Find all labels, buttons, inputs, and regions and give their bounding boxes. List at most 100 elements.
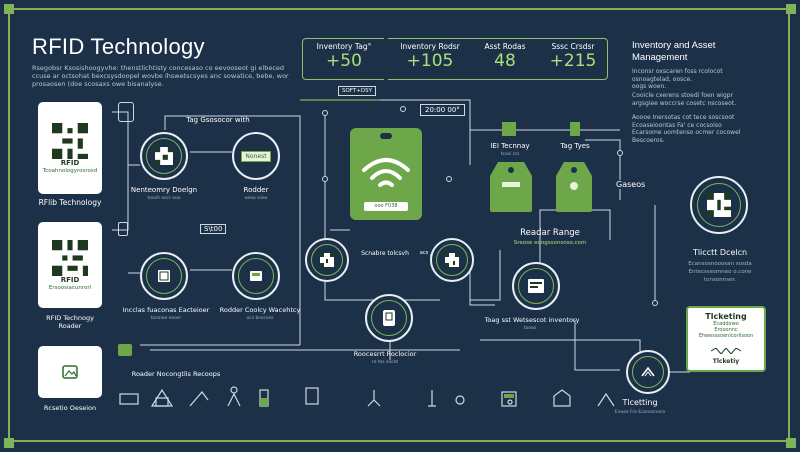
wireless-signal-icon (362, 158, 410, 187)
box-icon (119, 393, 139, 405)
bottom-center-label: Roocesrrt Roclocior (353, 350, 417, 358)
tag-label: Tag Tyes (560, 142, 590, 150)
connector-dot (652, 300, 658, 306)
outer-frame (8, 8, 790, 442)
scanner-node (305, 238, 349, 282)
device-icon (528, 279, 544, 293)
ticketing-card: Tlcketing Ecaddowo Erooonnc Ehwesssoenlc… (686, 306, 766, 372)
stand-icon (428, 390, 436, 407)
inventory-node (140, 252, 188, 300)
page-title: RFID Technology (32, 34, 205, 59)
reception-card (38, 346, 102, 398)
ticketing-line: Ecaddowo (713, 321, 739, 327)
card-caption: RFlib Technology (38, 198, 102, 207)
qr-code-icon (320, 253, 334, 267)
ticket-title: Tlicctt Dcelcn (692, 248, 748, 257)
node-sublabel: eeoo sseo (244, 196, 268, 201)
reader-node: Nonest (232, 132, 280, 180)
tracking-label: Toag sst Wetsescot inventory (484, 316, 580, 324)
ticketing-footer: Tlcketiy (712, 358, 740, 365)
qr-code-icon (52, 122, 88, 159)
ticketing-title: Tlcketing (705, 312, 747, 321)
node-label: Rodder (243, 186, 269, 194)
bottom-left-label: Roader Nocongtlis Recoops (131, 370, 221, 378)
rfid-reader-card: RFID Ersoosiacunrorl (38, 222, 102, 308)
reader-device-node (365, 294, 413, 342)
pill: Nonest (241, 150, 271, 162)
ticketing-bottom-sub: Enoee Fro Econosnece (614, 410, 666, 415)
node-sublabel: bconoe eoosr (150, 316, 182, 321)
scanner-node (430, 238, 474, 282)
corner-decoration (786, 438, 796, 448)
tag-icon (502, 122, 516, 136)
reader-icon (250, 271, 262, 281)
small-tag-icon (118, 222, 128, 236)
house-icon (553, 389, 571, 407)
tag-design-node (140, 132, 188, 180)
path-icon (189, 391, 209, 407)
box-icon (501, 391, 517, 407)
tag-icon (158, 270, 170, 282)
qr-code-icon (445, 253, 459, 267)
tag-label: ooo F038 (364, 202, 408, 211)
section-title: Inventory and Asset Management (632, 40, 716, 63)
intro-line: prosaosen (doe scosaxs owe bisanalyse. (32, 80, 164, 88)
connector-dot (617, 150, 623, 156)
connector-dot (322, 176, 328, 182)
node-sublabel: toosh oscr ooo (147, 196, 181, 201)
tag-sublabel: tcosi rcs (500, 152, 520, 157)
flow-label: S\t00 (200, 224, 227, 234)
card-caption: Rcsetio Oeseion (43, 404, 97, 412)
handheld-reader-icon (383, 310, 395, 326)
stats-divider (384, 34, 388, 84)
intro-line: Rsegobsr Ksosishoogyvhe: thenstlichtisty… (32, 64, 285, 72)
tag-icon (570, 122, 580, 136)
reader-range-node (512, 262, 560, 310)
stat-inventory-tag: Inventory Tag° +50 (316, 42, 372, 71)
connector-dot (446, 176, 452, 182)
person-icon (227, 392, 241, 407)
wave-icon (710, 347, 742, 355)
gear-icon (455, 395, 465, 405)
ticketing-line: Erooonnc (714, 327, 738, 333)
tag-hole (380, 133, 392, 139)
icon-strip (119, 386, 615, 407)
ticket-icon (641, 366, 655, 377)
intro-line: ccuse ar octsohat bexcsysdoopel wovbe ih… (32, 72, 289, 80)
hang-tag-icon (490, 162, 532, 212)
ticketing-node (626, 350, 670, 394)
ticketing-bottom-label: Tlcetting (622, 398, 658, 407)
tag-label: IEI Tecnnay (490, 142, 530, 150)
small-tag-icon (118, 102, 134, 122)
ramp-icon (597, 392, 615, 407)
qr-code-icon (707, 193, 731, 217)
stat-inventory-reader: Inventory Rodsr +105 (400, 42, 460, 71)
node-sublabel: ocs bsocess (246, 316, 274, 321)
corner-decoration (4, 438, 14, 448)
rfid-tag-card: RFID Tcoahnologyrosrosd (38, 102, 102, 194)
node-label: Incclas fuaconas Eacteioer (122, 306, 210, 314)
qr-code-icon (155, 147, 173, 165)
section-label: Gaseos (614, 180, 648, 189)
stat-asset-reader: Asst Rodas 48 (484, 42, 526, 71)
stats-panel (302, 38, 608, 80)
ticket-node (690, 176, 748, 234)
bottom-center-sub: ro tos socet (371, 360, 399, 365)
reader-range-sub: Sreose eoogssonsoso.com (513, 240, 587, 246)
hanger-icon (367, 390, 381, 407)
reader-node (232, 252, 280, 300)
card-caption: RFID Technogy Roader (46, 314, 94, 330)
node-label: Rodder Coolcy Wacehtcy (219, 306, 301, 314)
scanner-label: Scnabre tolcsvh (361, 250, 409, 257)
connector-dot (400, 106, 406, 112)
small-tag: SOFT+DSY (338, 86, 376, 96)
reader-range-title: Readar Range (520, 228, 580, 238)
stat-secure-reader: Sssc Crsdsr +215 (549, 42, 597, 71)
image-icon (62, 365, 78, 379)
flow-label: Tag Gsosocor with (186, 116, 250, 124)
